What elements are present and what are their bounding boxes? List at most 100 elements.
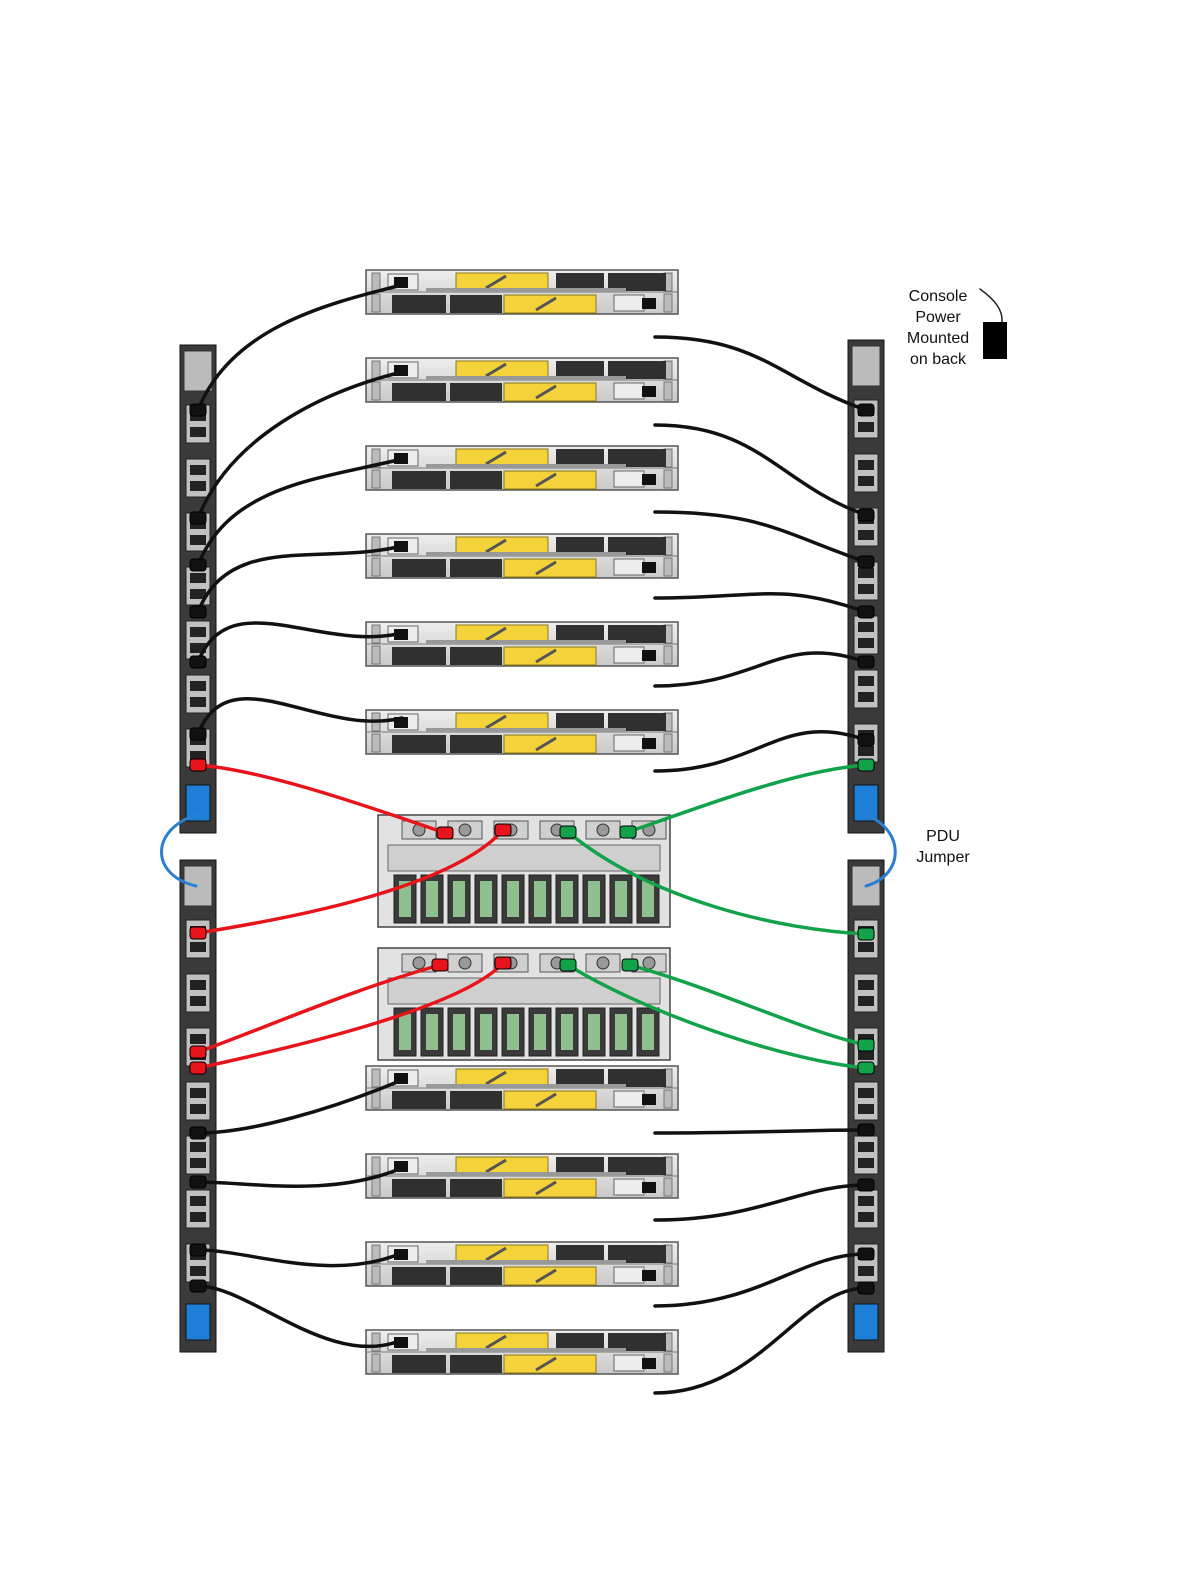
plug-icon [858,1248,874,1260]
drive-blank [392,1179,446,1197]
pdu-outlet-icon [186,459,210,497]
server-unit [366,534,678,578]
port-strip [426,1172,626,1176]
pdu-outlet-slot [858,942,874,952]
port-strip [426,640,626,644]
plug-icon [495,824,511,836]
pdu-outlet-slot [190,942,206,952]
pdu-outlet-slot [858,1212,874,1222]
server-unit [366,622,678,666]
drive-blank [392,1091,446,1109]
drive-blank [392,383,446,401]
pdu-outlet-icon [186,567,210,605]
power-inlet-icon [642,474,656,485]
pdu-outlet-slot [190,1142,206,1152]
io-card-led [561,881,573,917]
plug-icon [190,1062,206,1074]
power-cable-icon [655,653,866,686]
plug-icon [858,556,874,568]
pdu-outlet-slot [858,1158,874,1168]
plug-icon [190,559,206,571]
drive-blank [392,1267,446,1285]
drive-blank [450,559,502,577]
pdu-outlet-slot [858,568,874,578]
power-inlet-icon [642,386,656,397]
io-card-led [642,881,654,917]
server-latch [504,471,596,489]
port-strip [426,1260,626,1264]
plug-icon [190,656,206,668]
drive-blank [392,735,446,753]
port-strip [426,1084,626,1088]
server-unit [366,1154,678,1198]
pdu-outlet-icon [186,621,210,659]
io-card-led [426,1014,438,1050]
pdu-outlet-icon [854,1190,878,1228]
pdu-outlet-slot [858,746,874,756]
port-strip [426,376,626,380]
pdu-outlet-slot [190,980,206,990]
io-card-led [615,1014,627,1050]
psu-bay [614,295,644,311]
io-card-led [507,1014,519,1050]
io-card-led [534,881,546,917]
pdu-outlet-slot [190,465,206,475]
power-cable-icon [655,732,866,771]
plug-icon [437,827,453,839]
pdu-outlet-slot [190,535,206,545]
port-strip [426,288,626,292]
server-handle [664,1354,672,1372]
pdu-outlet-slot [858,996,874,1006]
psu-bay [614,559,644,575]
plug-icon [858,656,874,668]
plug-icon [190,1176,206,1188]
server-handle [664,734,672,752]
server-handle [372,1266,380,1284]
port-strip [426,1348,626,1352]
server-handle [372,1069,380,1087]
server-unit [366,270,678,314]
pdu-outlet-icon [854,1136,878,1174]
server-handle [372,1157,380,1175]
plug-icon [560,826,576,838]
plug-icon [190,1280,206,1292]
pdu-outlet-icon [854,616,878,654]
power-cable-icon [655,512,866,562]
plug-icon [495,957,511,969]
plug-icon [858,509,874,521]
pdu-outlet-slot [858,980,874,990]
io-card-led [642,1014,654,1050]
power-inlet-icon [642,298,656,309]
pdu-outlet-slot [858,638,874,648]
power-inlet-icon [642,1270,656,1281]
pdu-outlet-slot [190,427,206,437]
pdu-outlet-slot [858,692,874,702]
server-handle [372,361,380,379]
port-strip [426,552,626,556]
plug-icon [560,959,576,971]
plug-icon [190,606,206,618]
plug-icon [432,959,448,971]
pdu-outlet-slot [190,996,206,1006]
power-cable-icon [655,594,866,612]
server-latch [504,735,596,753]
pdu-outlet-slot [858,530,874,540]
io-card-led [399,1014,411,1050]
server-handle [372,1333,380,1351]
plug-icon [190,404,206,416]
pdu-jumper-port-icon [186,1304,210,1340]
server-handle [372,558,380,576]
server-handle [664,1266,672,1284]
pdu-breaker [852,346,880,386]
pdu-outlet-slot [190,481,206,491]
pdu-outlet-icon [186,1082,210,1120]
power-cable-icon [655,1130,866,1133]
pdu-outlet-icon [854,974,878,1012]
pdu-outlet-icon [854,454,878,492]
jumper-line-2: Jumper [898,847,988,868]
drive-blank [450,1267,502,1285]
power-inlet-icon [642,562,656,573]
server-latch [504,295,596,313]
drive-blank [392,295,446,313]
storage-controller-stack [378,815,670,1060]
